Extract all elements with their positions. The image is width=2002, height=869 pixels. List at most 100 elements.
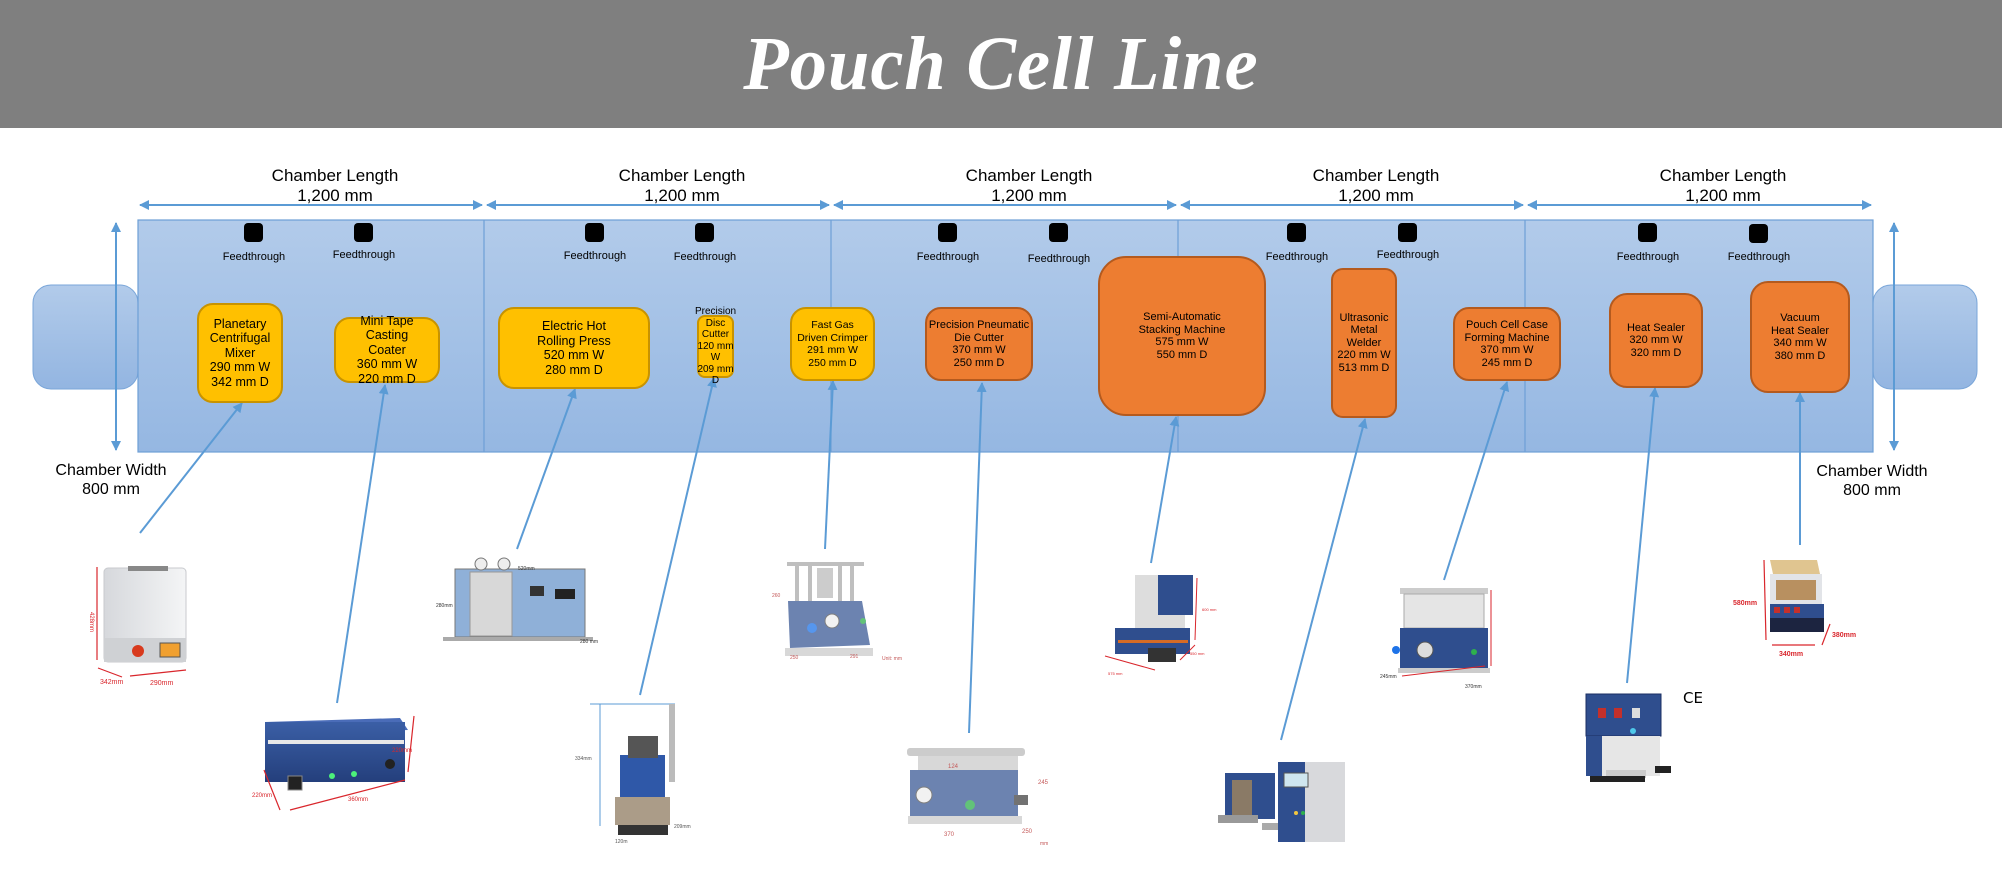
connector-mixer <box>139 402 243 534</box>
dim-label: 250 <box>790 655 799 661</box>
product-photo-crimper: 260 250 291 Unit: mm <box>772 562 902 662</box>
chamber-width-title: Chamber Width <box>55 462 167 479</box>
dim-label: 124 <box>948 764 959 770</box>
connector-stacker <box>1150 416 1180 564</box>
equipment-width: 220 mm W <box>1337 349 1391 362</box>
chamber-length-value: 1,200 mm <box>297 186 373 205</box>
dim-label: 280mm <box>436 603 453 609</box>
equipment-text: Planetary Centrifugal Mixer 290 mm W 342… <box>210 317 270 390</box>
feedthrough-label: Feedthrough <box>1727 251 1791 263</box>
equipment-text: Mini Tape Casting Coater 360 mm W 220 mm… <box>357 314 417 387</box>
equipment-text: Precision Pneumatic Die Cutter 370 mm W … <box>929 319 1029 369</box>
equipment-depth: 320 mm D <box>1630 346 1682 359</box>
feedthrough-port <box>244 223 263 242</box>
dim-label: 260 <box>772 593 781 599</box>
chamber-width-title: Chamber Width <box>1816 463 1928 480</box>
dim-label: 209mm <box>674 824 691 830</box>
equipment-text: Semi-Automatic Stacking Machine 575 mm W… <box>1139 311 1226 361</box>
dim-label: 245 <box>1038 780 1049 786</box>
equipment-name: Mini Tape Casting Coater <box>360 313 414 357</box>
equipment-precision-disc-cutter[interactable]: Precision Disc Cutter 120 mm W 209 mm D <box>695 306 736 386</box>
connector-welder <box>1280 418 1368 741</box>
dim-label: 290mm <box>150 680 174 687</box>
chamber-width-value: 800 mm <box>1843 482 1901 499</box>
dim-label: 580mm <box>1733 600 1757 607</box>
equipment-width: 360 mm W <box>356 357 418 372</box>
equipment-depth: 280 mm D <box>545 362 603 377</box>
chamber-length-title: Chamber Length <box>1312 166 1440 185</box>
feedthrough-label: Feedthrough <box>1027 253 1091 265</box>
equipment-width: 290 mm W <box>209 360 271 375</box>
feedthrough-port <box>1398 223 1417 242</box>
equipment-precision-pneumatic-die-cutter[interactable]: Precision Pneumatic Die Cutter 370 mm W … <box>925 307 1033 381</box>
equipment-width: 370 mm W <box>952 344 1006 356</box>
equipment-depth: 245 mm D <box>1481 356 1533 369</box>
feedthrough-port <box>585 223 604 242</box>
product-photo-case-former: 245mm 370mm <box>1380 588 1492 690</box>
feedthrough-label: Feedthrough <box>222 251 286 263</box>
equipment-text: Vacuum Heat Sealer 340 mm W 380 mm D <box>1771 312 1829 362</box>
dim-label: 520mm <box>518 566 535 572</box>
product-photo-planetary-mixer: 428mm 342mm 290mm <box>88 566 187 687</box>
dim-label: mm <box>1040 841 1048 847</box>
dim-label: 245mm <box>1380 674 1397 680</box>
right-antechamber <box>1872 284 1978 390</box>
chamber-width-value: 800 mm <box>82 481 140 498</box>
dim-label: 575 mm <box>1108 671 1123 676</box>
product-photo-stacking-machine: 600 mm 550 mm 575 mm <box>1104 575 1217 676</box>
equipment-semi-automatic-stacking-machine[interactable]: Semi-Automatic Stacking Machine 575 mm W… <box>1098 256 1266 416</box>
equipment-depth: 550 mm D <box>1156 348 1208 361</box>
chamber-length-value: 1,200 mm <box>991 186 1067 205</box>
dim-label: 280 mm <box>580 639 598 645</box>
dim-label: 250 <box>1022 829 1033 835</box>
equipment-width: 520 mm W <box>543 348 605 362</box>
connector-crimper <box>824 380 838 550</box>
page-title: Pouch Cell Line <box>743 21 1259 106</box>
chamber-length-label: Chamber Length 1,200 mm <box>929 166 1129 206</box>
feedthrough-port <box>1287 223 1306 242</box>
connector-die-cutter <box>968 382 987 734</box>
chamber-length-value: 1,200 mm <box>1685 186 1761 205</box>
connector-case-former <box>1443 381 1510 581</box>
feedthrough-label: Feedthrough <box>1265 251 1329 263</box>
dim-label: 342mm <box>100 679 124 686</box>
equipment-vacuum-heat-sealer[interactable]: Vacuum Heat Sealer 340 mm W 380 mm D <box>1750 281 1850 393</box>
equipment-ultrasonic-metal-welder[interactable]: Ultrasonic Metal Welder 220 mm W 513 mm … <box>1331 268 1397 418</box>
equipment-depth: 250 mm D <box>953 356 1005 369</box>
chamber-length-value: 1,200 mm <box>644 186 720 205</box>
equipment-name: Fast Gas Driven Crimper <box>797 319 868 344</box>
ce-mark-icon: CE <box>1683 689 1703 707</box>
dim-label: 370 <box>944 832 955 838</box>
feedthrough-port <box>354 223 373 242</box>
dim-label: 220mm <box>392 748 412 754</box>
product-photo-disc-cutter: 334mm 120m 209mm <box>575 703 691 845</box>
equipment-planetary-centrifugal-mixer[interactable]: Planetary Centrifugal Mixer 290 mm W 342… <box>197 303 283 403</box>
feedthrough-label: Feedthrough <box>1376 249 1440 261</box>
product-photo-tape-casting-coater: 220mm 360mm 220mm <box>252 715 415 811</box>
equipment-depth: 513 mm D <box>1338 361 1390 374</box>
equipment-electric-hot-rolling-press[interactable]: Electric Hot Rolling Press 520 mm W 280 … <box>498 307 650 389</box>
equipment-mini-tape-casting-coater[interactable]: Mini Tape Casting Coater 360 mm W 220 mm… <box>334 314 440 386</box>
equipment-name: Electric Hot Rolling Press <box>537 319 611 348</box>
equipment-name: Ultrasonic Metal Welder <box>1339 311 1389 349</box>
feedthrough-label: Feedthrough <box>916 251 980 263</box>
equipment-name: Precision Disc Cutter <box>694 306 737 341</box>
dim-label: Unit: mm <box>882 656 902 662</box>
equipment-fast-gas-driven-crimper[interactable]: Fast Gas Driven Crimper 291 mm W 250 mm … <box>790 307 875 381</box>
feedthrough-label: Feedthrough <box>563 250 627 262</box>
feedthrough-label: Feedthrough <box>673 251 737 263</box>
feedthrough-port <box>695 223 714 242</box>
dim-label: 550 mm <box>1190 651 1205 656</box>
equipment-depth: 342 mm D <box>211 374 269 389</box>
chamber-length-label: Chamber Length 1,200 mm <box>1276 166 1476 206</box>
equipment-heat-sealer[interactable]: Heat Sealer 320 mm W 320 mm D <box>1609 293 1703 388</box>
equipment-pouch-cell-case-forming-machine[interactable]: Pouch Cell Case Forming Machine 370 mm W… <box>1453 307 1561 381</box>
connector-lines <box>139 377 1805 741</box>
equipment-width: 370 mm W <box>1480 344 1534 356</box>
dim-label: 428mm <box>88 612 94 632</box>
product-photo-vacuum-heat-sealer: 580mm 380mm 340mm <box>1733 559 1856 658</box>
chamber-length-title: Chamber Length <box>965 166 1093 185</box>
equipment-width: 340 mm W <box>1773 337 1827 349</box>
dim-label: 120m <box>615 839 628 845</box>
